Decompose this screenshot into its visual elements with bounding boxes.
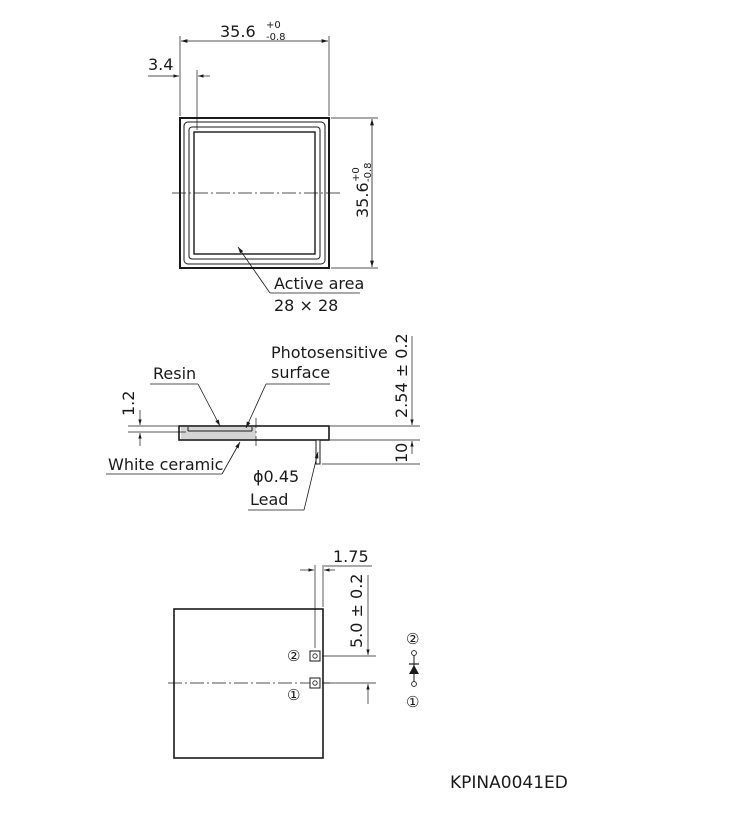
symbol-pin-1: ① [406, 693, 419, 711]
pin-1-label: ① [287, 686, 300, 704]
total-height-dim-text: 2.54 ± 0.2 [392, 333, 411, 418]
width-dim-text: 35.6 [220, 22, 256, 41]
lead-leader [303, 451, 319, 511]
photosensitive-label-2: surface [271, 363, 330, 382]
svg-text:35.6: 35.6 [220, 22, 256, 41]
bottom-view: ② ① 1.75 5.0 ± 0.2 ② ① [168, 547, 419, 759]
bottom-package-outline [173, 608, 324, 759]
thickness-dim-text: 1.2 [119, 391, 138, 416]
lead-label: Lead [250, 490, 288, 509]
lead-diameter-label: ϕ0.45 [253, 467, 299, 486]
document-code: KPINA0041ED [450, 773, 568, 793]
side-view: Resin Photosensitive surface 1.2 2.54 ± … [106, 333, 420, 511]
height-tol-lower: -0.8 [363, 162, 374, 182]
height-tol-upper: +0 [351, 167, 362, 182]
white-ceramic-leader [221, 441, 241, 475]
pin-spacing-dim-text: 5.0 ± 0.2 [347, 574, 366, 648]
photosensitive-label-1: Photosensitive [271, 343, 388, 362]
height-dim-text: 35.6 [353, 182, 372, 218]
resin-leader [197, 383, 221, 427]
width-tol-upper: +0 [266, 20, 281, 31]
top-view: 35.6 +0 -0.8 3.4 35.6 +0 -0.8 Active are… [148, 20, 378, 315]
pin-offset-dim-text: 1.75 [333, 547, 369, 566]
resin-label: Resin [153, 364, 196, 383]
resin-layer [181, 427, 256, 439]
diode-symbol: ② ① [406, 630, 419, 711]
active-area-size: 28 × 28 [274, 296, 338, 315]
active-area-label: Active area [274, 274, 364, 293]
active-area-leader [237, 246, 271, 294]
symbol-pin-2: ② [406, 630, 419, 648]
photosensitive-leader [245, 383, 267, 429]
pin-2-label: ② [287, 647, 300, 665]
border-dim-text: 3.4 [148, 55, 173, 74]
width-tol-lower: -0.8 [266, 32, 286, 43]
white-ceramic-label: White ceramic [108, 455, 223, 474]
lead-length-dim-text: 10 [392, 443, 411, 463]
